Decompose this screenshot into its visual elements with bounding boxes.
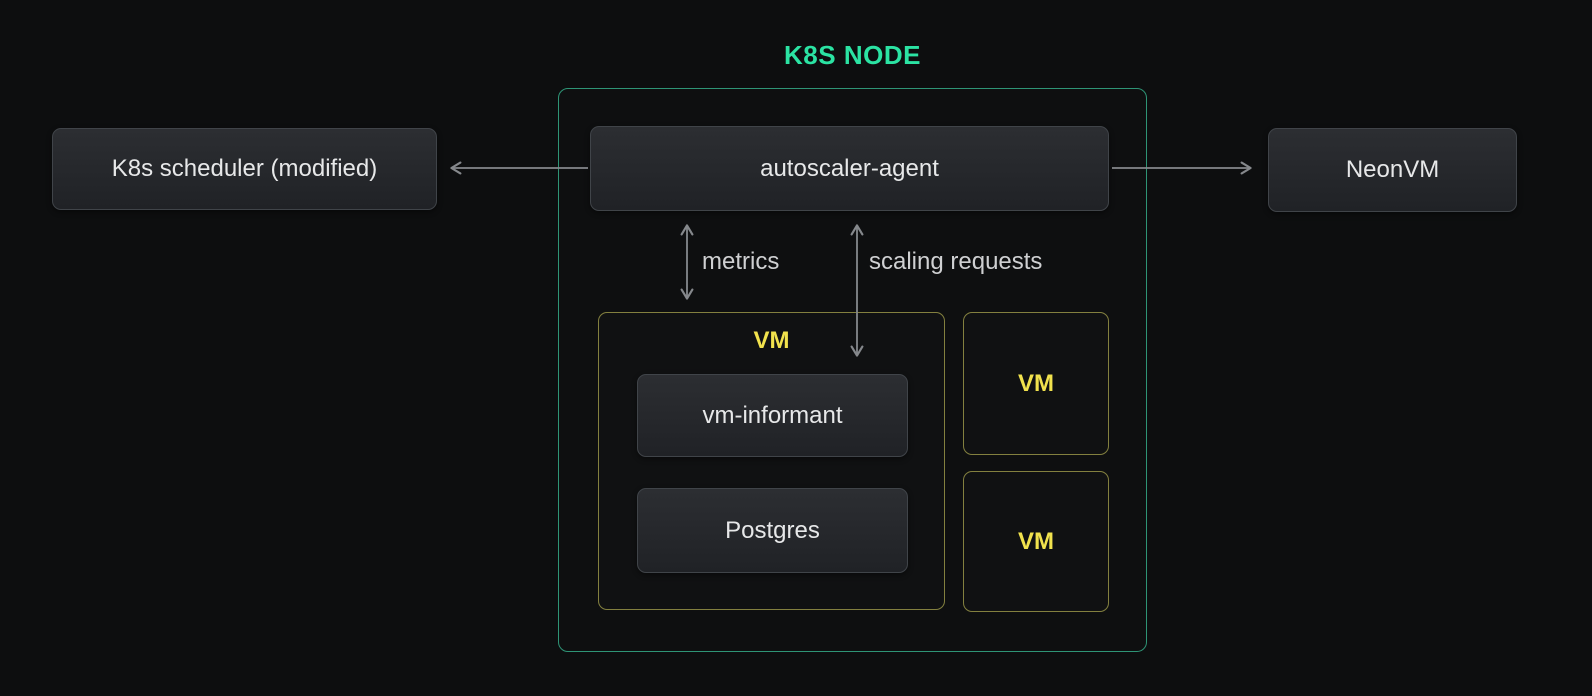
node-postgres: Postgres xyxy=(637,488,908,573)
node-neonvm-label: NeonVM xyxy=(1345,156,1440,183)
node-autoscaler-agent-label: autoscaler-agent xyxy=(760,154,939,182)
edge-label-scaling-requests: scaling requests xyxy=(869,248,1043,275)
vm-group-third-label: VM xyxy=(1018,527,1054,555)
node-autoscaler-agent: autoscaler-agent xyxy=(590,126,1109,211)
vm-group-second: VM xyxy=(963,312,1109,455)
vm-group-third: VM xyxy=(963,471,1109,612)
node-k8s-scheduler-label: K8s scheduler (modified) xyxy=(111,155,378,182)
node-k8s-scheduler: K8s scheduler (modified) xyxy=(52,128,437,210)
k8s-node-title: K8S NODE xyxy=(784,40,921,70)
vm-group-main-label: VM xyxy=(753,327,790,354)
node-vm-informant: vm-informant xyxy=(637,374,908,457)
node-neonvm: NeonVM xyxy=(1268,128,1517,212)
vm-group-second-label: VM xyxy=(1018,369,1054,397)
node-vm-informant-label: vm-informant xyxy=(702,401,843,429)
node-postgres-label: Postgres xyxy=(725,516,820,544)
edge-label-metrics: metrics xyxy=(702,248,780,275)
